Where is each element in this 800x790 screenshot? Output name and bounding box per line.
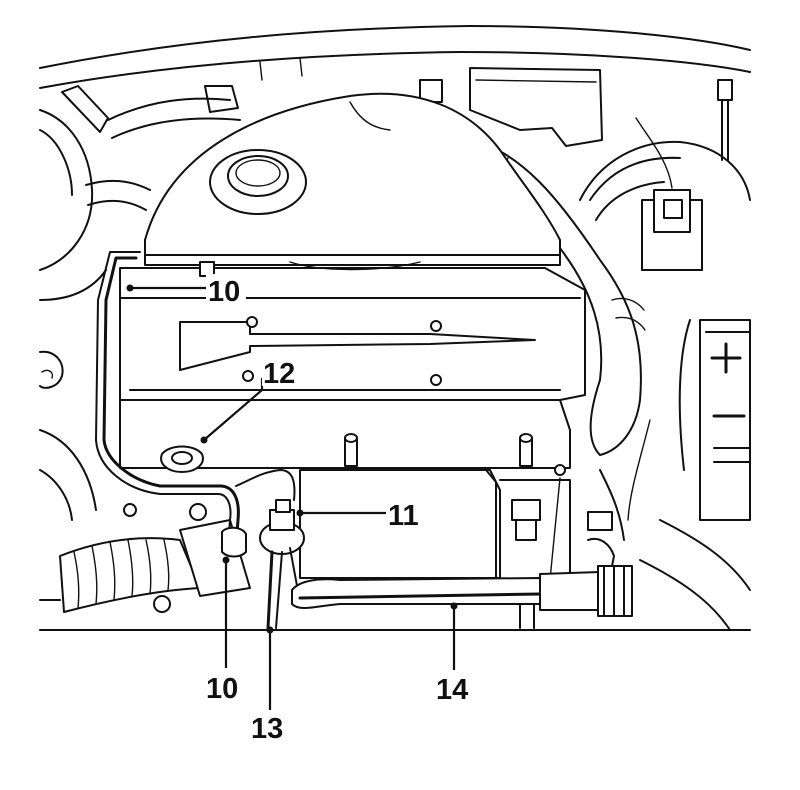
callout-11: 11 (388, 500, 419, 532)
pipe-14 (291, 538, 633, 617)
left-side-components (39, 85, 241, 521)
callouts: 10 12 11 10 13 14 (206, 274, 468, 745)
bonnet-edge (39, 25, 751, 89)
lower-right-area (587, 419, 751, 631)
callout-13: 13 (251, 713, 283, 745)
brake-servo (579, 79, 751, 271)
component-11 (259, 499, 305, 555)
engine-cover (144, 92, 561, 266)
hose-10 (95, 251, 296, 558)
battery (678, 319, 751, 521)
callout-10-bottom: 10 (206, 673, 238, 705)
cam-cover (119, 261, 586, 469)
callout-14: 14 (436, 674, 468, 706)
callout-10-top: 10 (208, 276, 240, 308)
callout-12: 12 (263, 358, 295, 390)
